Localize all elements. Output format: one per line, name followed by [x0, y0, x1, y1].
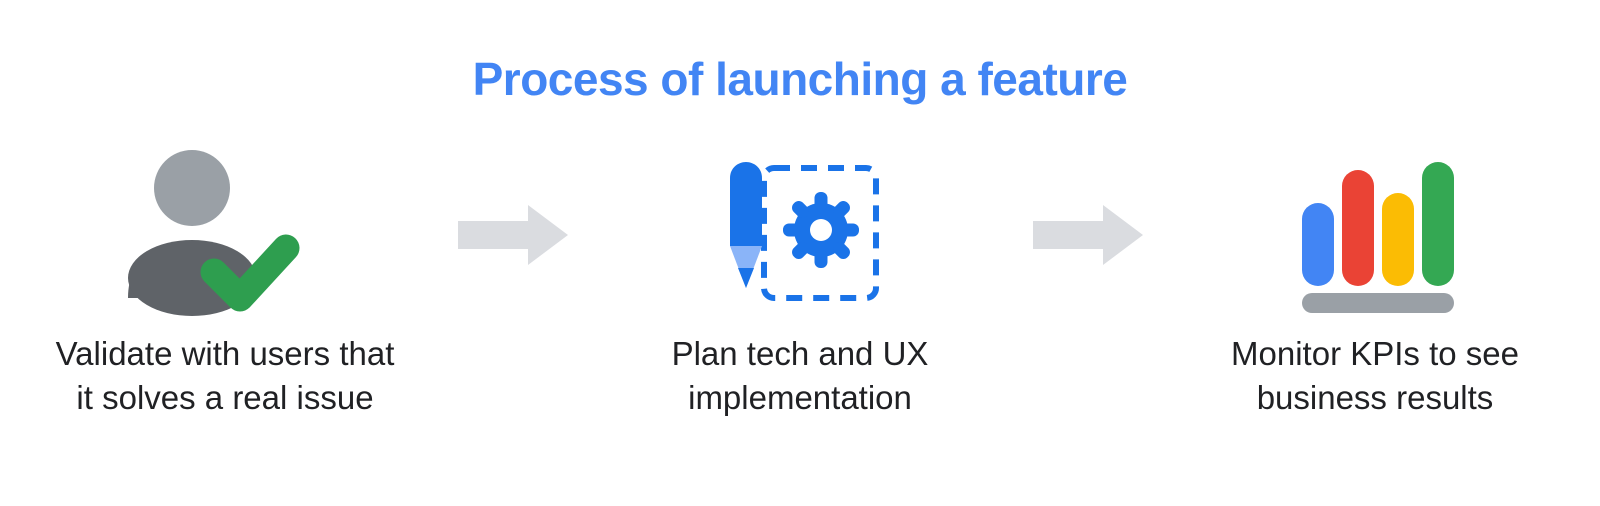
- bar-red: [1341, 170, 1374, 286]
- person-head-icon: [154, 150, 230, 226]
- step-monitor: Monitor KPIs to see business results: [1160, 150, 1590, 419]
- bar-green: [1421, 162, 1454, 286]
- step-plan-caption: Plan tech and UX implementation: [671, 335, 929, 416]
- page-title: Process of launching a feature: [472, 53, 1128, 105]
- arrow-1-cell: [440, 150, 585, 320]
- process-flow: Validate with users that it solves a rea…: [0, 150, 1600, 450]
- chart-baseline: [1301, 293, 1454, 313]
- pencil-body-icon: [730, 162, 762, 246]
- pencil-wood-icon: [730, 246, 762, 288]
- step-plan: Plan tech and UX implementation: [585, 150, 1015, 419]
- arrow-right-icon: [457, 205, 568, 265]
- dashed-rectangle-icon: [761, 165, 879, 301]
- person-check-icon: [128, 150, 300, 316]
- arrow-2-cell: [1015, 150, 1160, 320]
- step-validate-caption: Validate with users that it solves a rea…: [55, 335, 395, 416]
- step-plan-art: [585, 150, 1015, 320]
- step-monitor-caption: Monitor KPIs to see business results: [1231, 335, 1519, 416]
- arrow-right-icon: [1032, 205, 1143, 265]
- arrow-right-shape: [457, 205, 568, 265]
- step-validate: Validate with users that it solves a rea…: [10, 150, 440, 419]
- bar-chart-icon: [1301, 162, 1454, 313]
- arrow-right-shape: [1032, 205, 1143, 265]
- pencil-gear-dashed-frame-icon: [730, 162, 879, 301]
- bar-yellow: [1381, 193, 1414, 286]
- gear-icon: [783, 192, 859, 268]
- step-validate-art: [10, 150, 440, 320]
- bar-blue: [1301, 203, 1334, 286]
- step-monitor-art: [1160, 150, 1590, 320]
- green-checkmark-icon: [200, 234, 300, 312]
- pencil-tip-icon: [738, 268, 754, 288]
